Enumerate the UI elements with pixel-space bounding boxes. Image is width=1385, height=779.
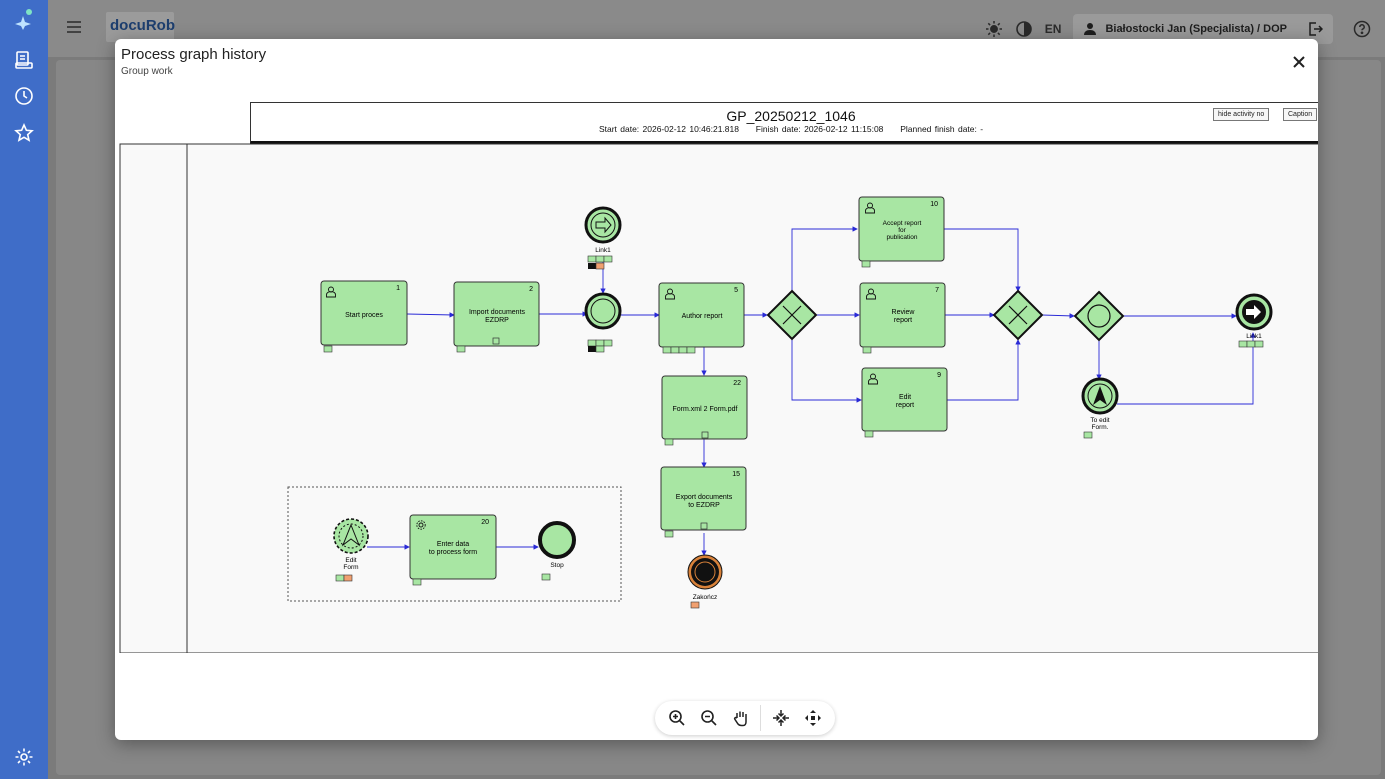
language-switch[interactable]: EN: [1044, 22, 1062, 36]
task-label: Author report: [682, 313, 723, 320]
task-start-proces[interactable]: 1 Start proces: [320, 280, 408, 353]
task-label: Form.xml 2 Form.pdf: [673, 406, 738, 413]
task-form-xml-to-pdf[interactable]: 22 Form.xml 2 Form.pdf: [661, 375, 748, 446]
graph-name: GP_20250212_1046: [726, 108, 856, 124]
zoom-out-icon[interactable]: [697, 706, 721, 730]
task-label: to EZDRP: [688, 502, 720, 509]
task-id: 15: [732, 471, 740, 478]
task-label: Start proces: [345, 312, 383, 319]
event-label: Link1: [1246, 333, 1262, 340]
task-export-documents[interactable]: 15 Export documents to EZDRP: [660, 466, 747, 538]
help-icon[interactable]: [1353, 20, 1371, 38]
event-label: Link1: [595, 247, 611, 254]
parallel-join-gateway[interactable]: [992, 289, 1044, 341]
fit-to-screen-icon[interactable]: [769, 706, 793, 730]
app-logo: docuRob: [106, 12, 175, 42]
process-graph-canvas[interactable]: 1 Start proces 2 Import documents EZDRP …: [119, 143, 1318, 654]
event-label: Stop: [550, 562, 564, 569]
to-edit-form-event[interactable]: To edit Form.: [1081, 377, 1119, 439]
user-icon: [1083, 22, 1097, 36]
process-graph-dialog: Process graph history Group work GP_2025…: [115, 39, 1318, 740]
task-edit-report[interactable]: 9 Edit report: [861, 367, 948, 438]
close-icon[interactable]: [1290, 53, 1308, 71]
sidebar: [0, 0, 48, 779]
expand-all-icon[interactable]: [801, 706, 825, 730]
edge-toedit-link: [1117, 332, 1256, 405]
link-catch-event[interactable]: Link1: [584, 206, 622, 270]
brightness-icon[interactable]: [985, 20, 1003, 38]
logout-icon[interactable]: [1307, 21, 1323, 37]
task-label: Import documents: [469, 309, 526, 316]
task-id: 2: [529, 286, 533, 293]
event-label: Zakończ: [693, 594, 718, 601]
sparkle-logo-icon: [12, 7, 36, 31]
app-logo-text: docuRob: [110, 17, 175, 34]
task-label: report: [894, 317, 912, 324]
edge-edit-join: [947, 339, 1021, 401]
zoom-in-icon[interactable]: [665, 706, 689, 730]
task-label: Enter data: [437, 541, 469, 548]
task-accept-report[interactable]: 10 Accept report for publication: [858, 196, 945, 268]
hide-activity-button[interactable]: hide activity no: [1213, 108, 1270, 121]
star-icon[interactable]: [12, 121, 36, 145]
task-author-report[interactable]: 5 Author report: [658, 282, 745, 354]
task-id: 22: [733, 380, 741, 387]
task-label: Edit: [899, 394, 911, 401]
task-label: EZDRP: [485, 317, 509, 324]
user-name: Białostocki Jan (Specjalista) / DOP: [1105, 23, 1287, 35]
edge-join-xor: [1041, 313, 1075, 319]
edge-gateway-edit: [791, 339, 862, 403]
history-icon[interactable]: [12, 84, 36, 108]
parallel-split-gateway[interactable]: [766, 289, 818, 341]
task-id: 10: [930, 201, 938, 208]
top-app-bar: docuRob EN Białostocki Jan (Specjalista)…: [48, 0, 1385, 57]
edit-form-start-event[interactable]: Edit Form: [333, 518, 369, 582]
exclusive-gateway[interactable]: [1073, 290, 1125, 342]
task-import-documents[interactable]: 2 Import documents EZDRP: [453, 281, 540, 353]
edge-gateway-accept: [791, 226, 858, 291]
task-label: to process form: [429, 549, 477, 556]
dialog-title: Process graph history: [121, 46, 267, 63]
link-throw-event[interactable]: Link1: [1235, 293, 1273, 348]
contrast-icon[interactable]: [1015, 20, 1033, 38]
event-label: Edit: [345, 557, 356, 564]
toolbar-separator: [760, 705, 762, 731]
task-id: 7: [935, 287, 939, 294]
end-event-zakoncz[interactable]: Zakończ: [687, 554, 723, 609]
dialog-subtitle: Group work: [121, 66, 173, 77]
task-label: Review: [892, 309, 916, 316]
task-label: report: [896, 402, 914, 409]
edge-accept-join: [944, 228, 1021, 292]
event-label: Form.: [1092, 424, 1109, 431]
task-label: Accept report: [883, 220, 922, 227]
documents-icon[interactable]: [12, 48, 36, 72]
graph-zoom-toolbar: [655, 701, 835, 735]
event-label: Form: [343, 564, 358, 571]
stop-end-event[interactable]: Stop: [538, 521, 576, 581]
event-label: To edit: [1090, 417, 1109, 424]
task-label: publication: [886, 234, 917, 241]
task-id: 1: [396, 285, 400, 292]
caption-button[interactable]: Caption: [1283, 108, 1318, 121]
subprocess-box: [287, 486, 622, 602]
task-review-report[interactable]: 7 Review report: [859, 282, 946, 354]
task-id: 5: [734, 287, 738, 294]
task-id: 9: [937, 372, 941, 379]
task-id: 20: [481, 519, 489, 526]
task-enter-data[interactable]: 20 Enter data to process form: [409, 514, 497, 586]
graph-header: GP_20250212_1046 Start date: 2026-02-12 …: [250, 102, 1318, 144]
settings-gear-icon[interactable]: [12, 745, 36, 769]
intermediate-merge-event: [584, 292, 622, 353]
menu-hamburger-icon[interactable]: [66, 20, 82, 34]
pan-hand-icon[interactable]: [729, 706, 753, 730]
graph-dates: Start date: 2026-02-12 10:46:21.818 Fini…: [598, 124, 984, 134]
task-label: for: [898, 227, 906, 234]
task-label: Export documents: [676, 494, 733, 501]
edge-start-import: [406, 312, 455, 318]
